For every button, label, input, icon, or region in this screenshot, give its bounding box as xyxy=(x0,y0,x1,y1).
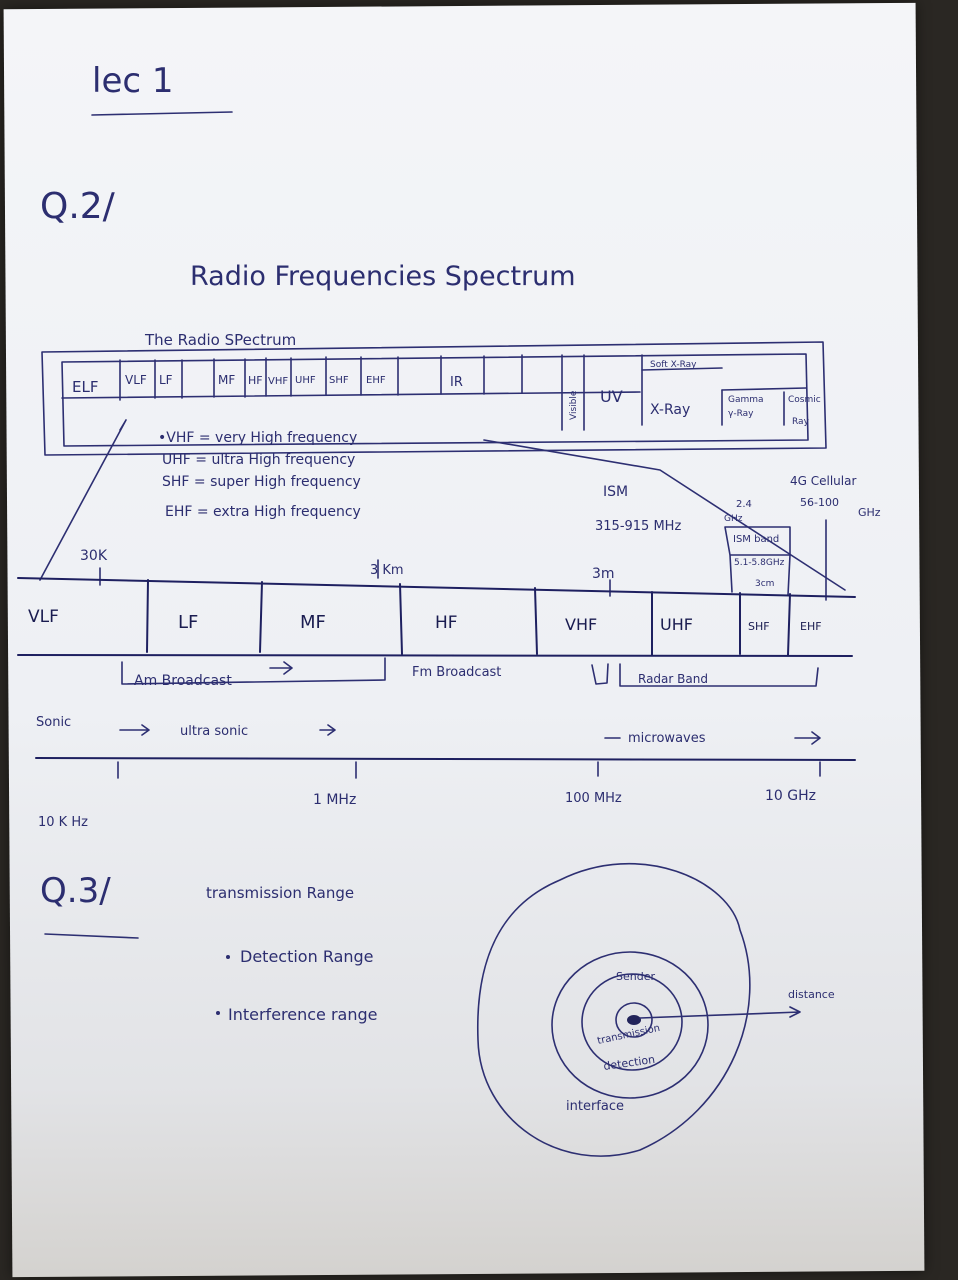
lower-band-hf: HF xyxy=(435,613,458,633)
lower-band-vlf: VLF xyxy=(28,607,59,627)
def-uhf: UHF = ultra High frequency xyxy=(162,452,355,468)
zoom-lines xyxy=(39,419,846,591)
q3-underline xyxy=(44,933,139,939)
band-gamma: Gamma xyxy=(728,395,764,405)
sender-node xyxy=(627,1015,641,1025)
freq-5-8: 5.1-5.8GHz xyxy=(734,558,785,568)
ultra-sonic-label: ultra sonic xyxy=(180,724,248,739)
tick-100mhz: 100 MHz xyxy=(565,791,622,806)
band-shf: SHF xyxy=(329,375,349,386)
ism-ghz: GHz xyxy=(724,514,743,524)
band-cosmic: Cosmic xyxy=(788,395,821,405)
def-shf: SHF = super High frequency xyxy=(162,474,361,490)
band-lf: LF xyxy=(159,373,173,387)
label-interface: interface xyxy=(566,1099,624,1114)
band-xray: X-Ray xyxy=(650,402,690,418)
detection-ring xyxy=(551,951,709,1099)
q2-subtitle: The Radio SPectrum xyxy=(144,331,296,349)
tick-10khz: 10 K Hz xyxy=(38,815,88,830)
lecture-underline xyxy=(91,111,233,116)
fm-broadcast: Fm Broadcast xyxy=(412,665,501,680)
q3-item-interference: Interference range xyxy=(228,1005,378,1024)
sonic-microwave-row: Sonic ultra sonic microwaves xyxy=(36,715,821,746)
band-elf: ELF xyxy=(72,378,98,396)
broadcast-ranges: Am Broadcast Fm Broadcast Radar Band xyxy=(121,657,819,689)
band-hf: HF xyxy=(248,374,263,387)
cellular-label: 4G Cellular xyxy=(790,474,856,488)
band-vlf: VLF xyxy=(125,373,147,387)
range-circles-diagram: Sender transmission detection interface … xyxy=(476,863,835,1157)
top-band-labels: ELF VLF LF MF HF VHF UHF SHF EHF IR Visi… xyxy=(72,360,821,427)
q3-item-detection: Detection Range xyxy=(240,947,374,966)
wl-30k: 30K xyxy=(80,548,108,564)
q3-list: transmission Range Detection Range Inter… xyxy=(206,884,378,1024)
ism-range: 315-915 MHz xyxy=(595,519,681,534)
frequency-scale: 10 K Hz 1 MHz 100 MHz 10 GHz xyxy=(35,757,856,830)
q2-label: Q.2/ xyxy=(40,186,116,227)
lower-band-labels: VLF LF MF HF VHF UHF SHF EHF xyxy=(28,607,822,634)
band-visible: Visible xyxy=(569,390,579,420)
def-ehf: EHF = extra High frequency xyxy=(165,504,361,520)
q2-title: Radio Frequencies Spectrum xyxy=(190,261,576,292)
sonic-label: Sonic xyxy=(36,715,71,730)
label-transmission: transmission xyxy=(596,1023,661,1047)
lower-spectrum-bar xyxy=(17,577,856,657)
wl-3km: 3 Km xyxy=(370,563,404,578)
bullet-interference xyxy=(216,1011,220,1015)
wl-3cm: 3cm xyxy=(755,579,774,589)
wl-3m: 3m xyxy=(592,566,615,582)
band-definitions: •VHF = very High frequency UHF = ultra H… xyxy=(158,430,361,520)
band-gamma-ray: γ-Ray xyxy=(728,409,754,419)
distance-arrow xyxy=(639,1006,801,1019)
lower-bar-annotations: ISM 315-915 MHz 2.4 GHz ISM band 5.1-5.8… xyxy=(80,474,881,601)
band-uv: UV xyxy=(600,387,623,406)
transmission-ring xyxy=(581,973,683,1071)
band-cosmic-ray: Ray xyxy=(792,417,810,427)
ism-24: 2.4 xyxy=(736,499,752,510)
ism-band: ISM band xyxy=(733,534,779,545)
sender-ring xyxy=(615,1002,653,1038)
label-distance: distance xyxy=(788,988,835,1001)
band-ir: IR xyxy=(450,375,463,390)
band-mf: MF xyxy=(218,373,235,387)
tick-10ghz: 10 GHz xyxy=(765,788,816,804)
def-vhf: •VHF = very High frequency xyxy=(158,430,357,446)
radar-band: Radar Band xyxy=(638,672,708,686)
ghz-unit: GHz xyxy=(858,506,881,519)
band-soft-xray: Soft X-Ray xyxy=(650,360,697,370)
ism-label: ISM xyxy=(603,484,628,500)
bullet-detection xyxy=(226,955,230,959)
lower-band-vhf: VHF xyxy=(565,615,597,634)
q3-label: Q.3/ xyxy=(40,871,111,911)
lecture-title: lec 1 xyxy=(92,61,174,101)
interference-ring xyxy=(476,863,751,1157)
band-ehf: EHF xyxy=(366,375,386,386)
lower-band-shf: SHF xyxy=(748,620,770,633)
range-56: 56-100 xyxy=(800,496,839,509)
lower-band-lf: LF xyxy=(178,612,198,633)
lower-band-uhf: UHF xyxy=(660,615,693,634)
microwaves-label: microwaves xyxy=(628,731,706,746)
lower-band-mf: MF xyxy=(300,612,326,633)
q3-item-transmission: transmission Range xyxy=(206,884,354,902)
am-broadcast: Am Broadcast xyxy=(134,673,232,689)
label-sender: Sender xyxy=(616,970,655,983)
band-uhf: UHF xyxy=(295,375,316,386)
lower-band-ehf: EHF xyxy=(800,620,822,633)
tick-1mhz: 1 MHz xyxy=(313,792,356,808)
band-vhf: VHF xyxy=(268,376,288,387)
top-spectrum-bar xyxy=(41,341,827,456)
